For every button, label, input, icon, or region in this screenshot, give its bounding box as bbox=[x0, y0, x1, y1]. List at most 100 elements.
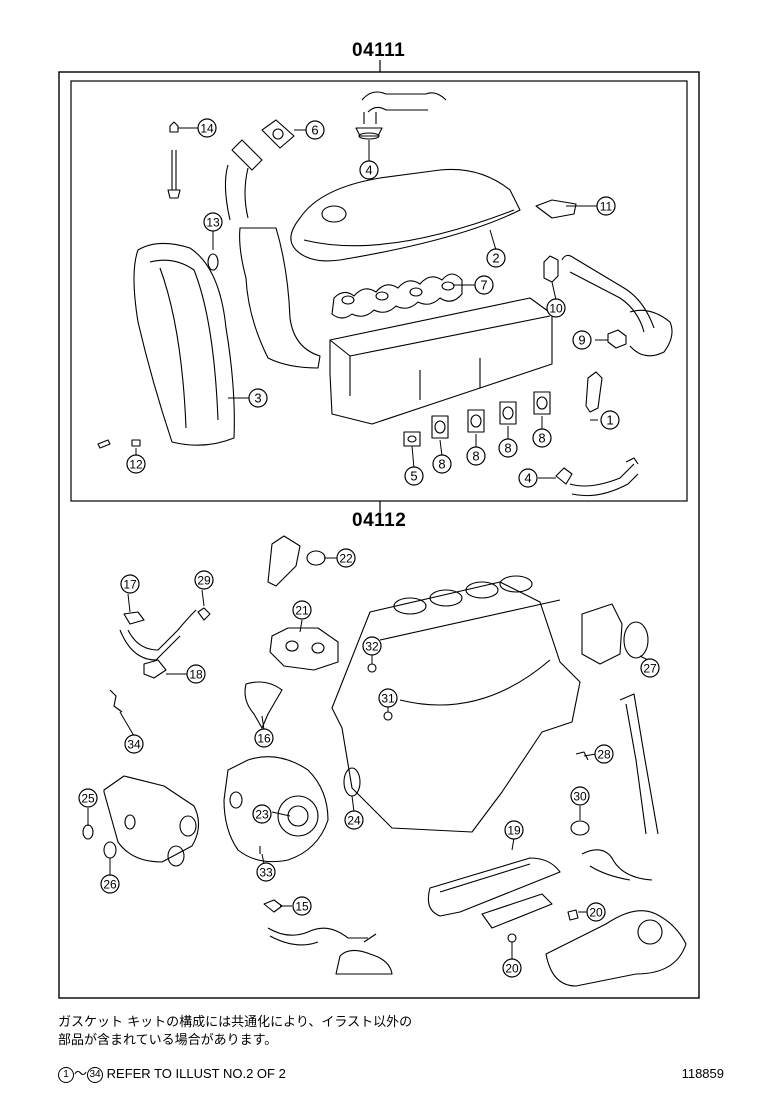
kit-note-line-2: 部品が含まれている場合があります。 bbox=[58, 1033, 278, 1048]
callout-number: 3 bbox=[254, 391, 261, 406]
upper-callout-10: 10 bbox=[546, 298, 566, 318]
lower-callout-25: 25 bbox=[78, 788, 98, 808]
upper-callout-5: 5 bbox=[404, 466, 424, 486]
callout-circle bbox=[344, 810, 364, 830]
callout-number: 24 bbox=[347, 814, 361, 828]
upper-kit-number: 04111 bbox=[352, 40, 406, 61]
callout-circle bbox=[640, 658, 660, 678]
lower-callout-23: 23 bbox=[252, 804, 272, 824]
callout-number: 12 bbox=[129, 458, 143, 472]
callout-leaders bbox=[87, 127, 649, 960]
callout-number: 25 bbox=[81, 792, 95, 806]
lower-callout-20: 20 bbox=[586, 902, 606, 922]
lower-callout-26: 26 bbox=[100, 874, 120, 894]
lower-callout-33: 33 bbox=[256, 862, 276, 882]
lower-callout-31: 31 bbox=[378, 688, 398, 708]
callout-number: 23 bbox=[255, 808, 269, 822]
callout-circle bbox=[532, 428, 552, 448]
callout-number: 14 bbox=[200, 122, 214, 136]
callout-number: 34 bbox=[127, 738, 141, 752]
upper-callout-8: 8 bbox=[498, 438, 518, 458]
upper-callout-13: 13 bbox=[203, 212, 223, 232]
lower-callout-22: 22 bbox=[336, 548, 356, 568]
callout-number: 18 bbox=[189, 668, 203, 682]
callout-number: 22 bbox=[339, 552, 353, 566]
range-start-callout: 1 bbox=[58, 1066, 74, 1083]
callout-number: 7 bbox=[480, 278, 487, 293]
upper-callout-7: 7 bbox=[474, 275, 494, 295]
callout-circle bbox=[378, 688, 398, 708]
callout-circle bbox=[197, 118, 217, 138]
lower-part-sketches bbox=[82, 535, 687, 987]
lower-callout-20: 20 bbox=[502, 958, 522, 978]
callout-circle bbox=[596, 196, 616, 216]
lower-callout-27: 27 bbox=[640, 658, 660, 678]
lower-callout-19: 19 bbox=[504, 820, 524, 840]
upper-callout-8: 8 bbox=[432, 454, 452, 474]
callout-number: 20 bbox=[589, 906, 603, 920]
callout-circle bbox=[504, 820, 524, 840]
callout-circle bbox=[120, 574, 140, 594]
callout-circle bbox=[572, 330, 592, 350]
callout-circle bbox=[256, 862, 276, 882]
callout-number: 4 bbox=[524, 471, 531, 486]
callout-number: 6 bbox=[311, 123, 318, 138]
kit-note-line-1: ガスケット キットの構成には共通化により、イラスト以外の bbox=[58, 1015, 413, 1030]
callout-number: 1 bbox=[606, 413, 613, 428]
callout-circle bbox=[194, 570, 214, 590]
outer-frame bbox=[58, 71, 700, 999]
lower-callout-28: 28 bbox=[594, 744, 614, 764]
callout-number: 2 bbox=[492, 251, 499, 266]
callout-circle bbox=[305, 120, 325, 140]
lower-callout-24: 24 bbox=[344, 810, 364, 830]
callout-number: 21 bbox=[295, 604, 309, 618]
callout-number: 8 bbox=[538, 431, 545, 446]
callout-number: 19 bbox=[507, 824, 521, 838]
range-tilde: ～ bbox=[74, 1066, 88, 1081]
callout-number: 8 bbox=[504, 441, 511, 456]
upper-callout-8: 8 bbox=[532, 428, 552, 448]
upper-callout-14: 14 bbox=[197, 118, 217, 138]
upper-callout-3: 3 bbox=[248, 388, 268, 408]
callout-circle bbox=[124, 734, 144, 754]
upper-callout-8: 8 bbox=[466, 446, 486, 466]
callout-circle bbox=[474, 275, 494, 295]
callout-number: 32 bbox=[365, 640, 379, 654]
callout-number: 9 bbox=[578, 333, 585, 348]
lower-callout-15: 15 bbox=[292, 896, 312, 916]
callout-circle bbox=[78, 788, 98, 808]
upper-callout-4: 4 bbox=[518, 468, 538, 488]
lower-callout-16: 16 bbox=[254, 728, 274, 748]
callout-circle bbox=[486, 248, 506, 268]
upper-callout-2: 2 bbox=[486, 248, 506, 268]
upper-kit-frame bbox=[70, 80, 688, 502]
callout-circle bbox=[586, 902, 606, 922]
upper-callout-9: 9 bbox=[572, 330, 592, 350]
lower-callout-17: 17 bbox=[120, 574, 140, 594]
callout-number: 4 bbox=[365, 163, 372, 178]
callout-number: 8 bbox=[438, 457, 445, 472]
callout-circle bbox=[600, 410, 620, 430]
callout-number: 5 bbox=[410, 469, 417, 484]
callout-circle bbox=[203, 212, 223, 232]
upper-part-sketches bbox=[97, 91, 673, 497]
callout-circle bbox=[292, 600, 312, 620]
reference-footer: 1～34 REFER TO ILLUST NO.2 OF 2 bbox=[58, 1063, 286, 1083]
callout-circle bbox=[466, 446, 486, 466]
upper-callout-1: 1 bbox=[600, 410, 620, 430]
callout-number: 10 bbox=[549, 302, 563, 316]
lower-callout-34: 34 bbox=[124, 734, 144, 754]
callout-number: 26 bbox=[103, 878, 117, 892]
callout-number: 13 bbox=[206, 216, 220, 230]
callout-circle bbox=[248, 388, 268, 408]
callout-number: 33 bbox=[259, 866, 273, 880]
callout-number: 16 bbox=[257, 732, 271, 746]
illustration-number: 118859 bbox=[681, 1066, 724, 1081]
lower-callout-32: 32 bbox=[362, 636, 382, 656]
callout-circle bbox=[362, 636, 382, 656]
lower-callout-21: 21 bbox=[292, 600, 312, 620]
upper-callout-6: 6 bbox=[305, 120, 325, 140]
callout-circle bbox=[252, 804, 272, 824]
